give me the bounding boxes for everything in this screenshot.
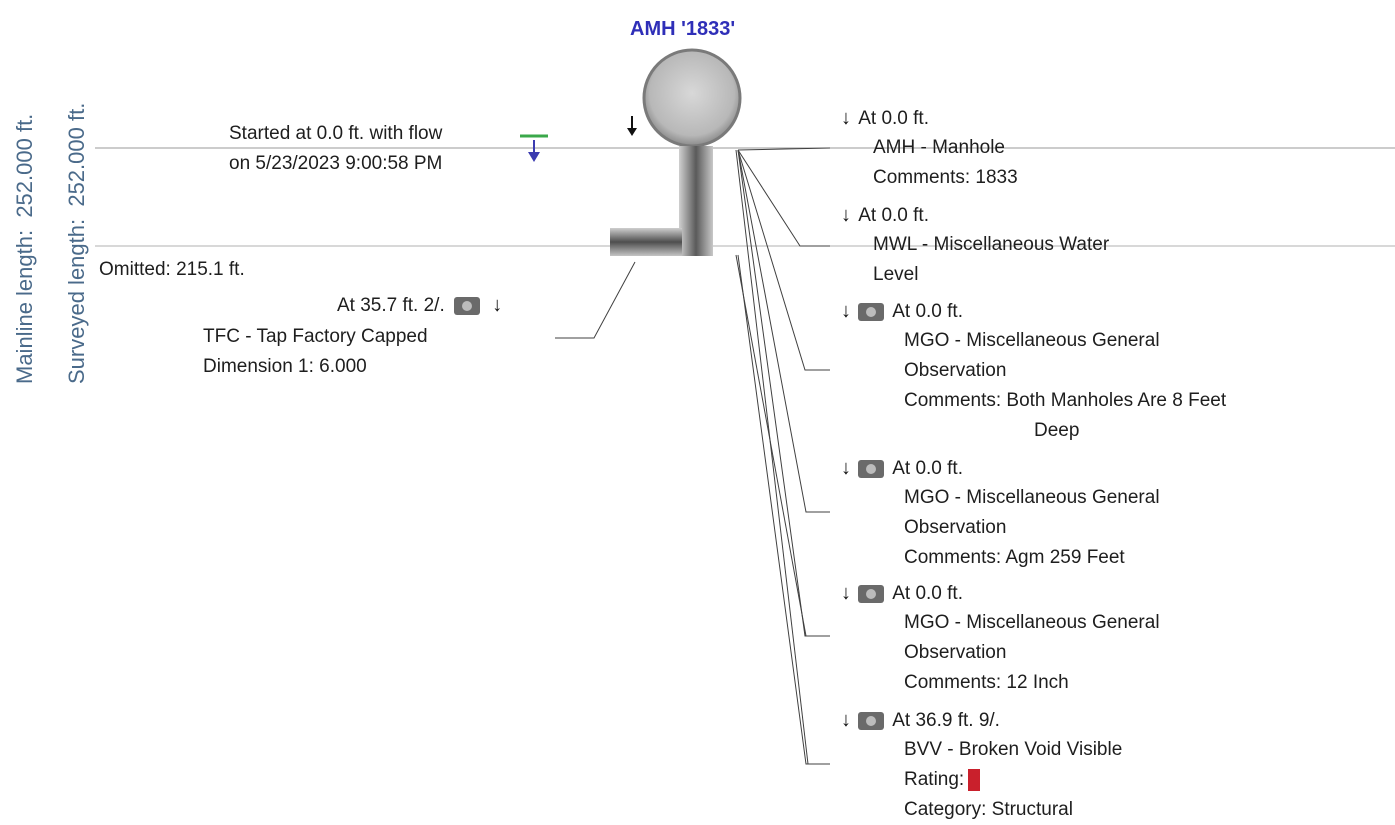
- observation-comment: Comments: Agm 259 Feet: [904, 547, 1125, 568]
- observation-comment: Comments: 12 Inch: [904, 672, 1069, 693]
- camera-icon[interactable]: [858, 302, 884, 321]
- leader-lines: [555, 147, 831, 765]
- observation-position: At 0.0 ft.: [858, 108, 929, 129]
- observation-amh[interactable]: ↓ At 0.0 ft. AMH - Manhole Comments: 183…: [838, 103, 1018, 193]
- observation-position: At 0.0 ft.: [892, 583, 963, 604]
- down-arrow-icon: ↓: [841, 709, 851, 731]
- observation-code-continued: Level: [873, 264, 919, 285]
- observation-code: MGO - Miscellaneous General: [904, 612, 1160, 633]
- observation-comment: Comments: Both Manholes Are 8 Feet: [904, 390, 1227, 411]
- camera-icon[interactable]: [858, 711, 884, 730]
- camera-icon[interactable]: [858, 459, 884, 478]
- observation-code: MWL - Miscellaneous Water: [873, 234, 1110, 255]
- manhole-shaft: [679, 146, 713, 256]
- omitted-label: Omitted: 215.1 ft.: [99, 259, 245, 280]
- observation-position: At 36.9 ft. 9/.: [892, 710, 1000, 731]
- down-arrow-icon: ↓: [841, 582, 851, 604]
- tap-code: TFC - Tap Factory Capped: [203, 326, 428, 347]
- down-arrow-icon: ↓: [841, 300, 851, 322]
- manhole-circle: [642, 48, 742, 148]
- down-arrow-icon: ↓: [492, 294, 503, 316]
- observation-position: At 0.0 ft.: [858, 205, 929, 226]
- observation-mgo-3[interactable]: ↓ At 0.0 ft. MGO - Miscellaneous General…: [838, 578, 1160, 698]
- surveyed-length-label: Surveyed length: 252.000 ft.: [64, 102, 89, 384]
- mainline-length-label: Mainline length: 252.000 ft.: [12, 113, 37, 384]
- tap-dimension: Dimension 1: 6.000: [203, 356, 367, 377]
- observation-code-continued: Observation: [904, 642, 1007, 663]
- down-arrow-icon: ↓: [841, 457, 851, 479]
- tap-observation-position[interactable]: At 35.7 ft. 2/. ↓: [337, 290, 505, 321]
- observation-category: Category: Structural: [904, 799, 1073, 820]
- flow-indicator-icon: [520, 134, 548, 162]
- observation-comment-continued: Deep: [1034, 420, 1080, 441]
- rating-swatch: [968, 768, 981, 791]
- down-arrow-icon: [627, 116, 637, 136]
- down-arrow-icon: ↓: [841, 204, 851, 226]
- observation-mwl[interactable]: ↓ At 0.0 ft. MWL - Miscellaneous Water L…: [838, 200, 1109, 290]
- camera-icon[interactable]: [858, 584, 884, 603]
- observation-code-continued: Observation: [904, 517, 1007, 538]
- manhole-title[interactable]: AMH '1833': [630, 18, 736, 40]
- observation-comment: Comments: 1833: [873, 167, 1018, 188]
- observation-code-continued: Observation: [904, 360, 1007, 381]
- observation-bvv[interactable]: ↓ At 36.9 ft. 9/. BVV - Broken Void Visi…: [838, 705, 1122, 825]
- observation-code: MGO - Miscellaneous General: [904, 487, 1160, 508]
- observation-code: AMH - Manhole: [873, 137, 1005, 158]
- tap-pipe: [610, 228, 682, 256]
- observation-position: At 0.0 ft.: [892, 301, 963, 322]
- observation-code: MGO - Miscellaneous General: [904, 330, 1160, 351]
- observation-mgo-1[interactable]: ↓ At 0.0 ft. MGO - Miscellaneous General…: [838, 296, 1226, 446]
- observation-code: BVV - Broken Void Visible: [904, 739, 1123, 760]
- down-arrow-icon: ↓: [841, 107, 851, 129]
- tap-position-text: At 35.7 ft. 2/.: [337, 295, 445, 316]
- start-line-2: on 5/23/2023 9:00:58 PM: [229, 153, 443, 174]
- observation-position: At 0.0 ft.: [892, 458, 963, 479]
- start-line-1: Started at 0.0 ft. with flow: [229, 123, 443, 144]
- observation-mgo-2[interactable]: ↓ At 0.0 ft. MGO - Miscellaneous General…: [838, 453, 1160, 573]
- rating-label: Rating:: [904, 769, 965, 790]
- camera-icon[interactable]: [454, 296, 481, 315]
